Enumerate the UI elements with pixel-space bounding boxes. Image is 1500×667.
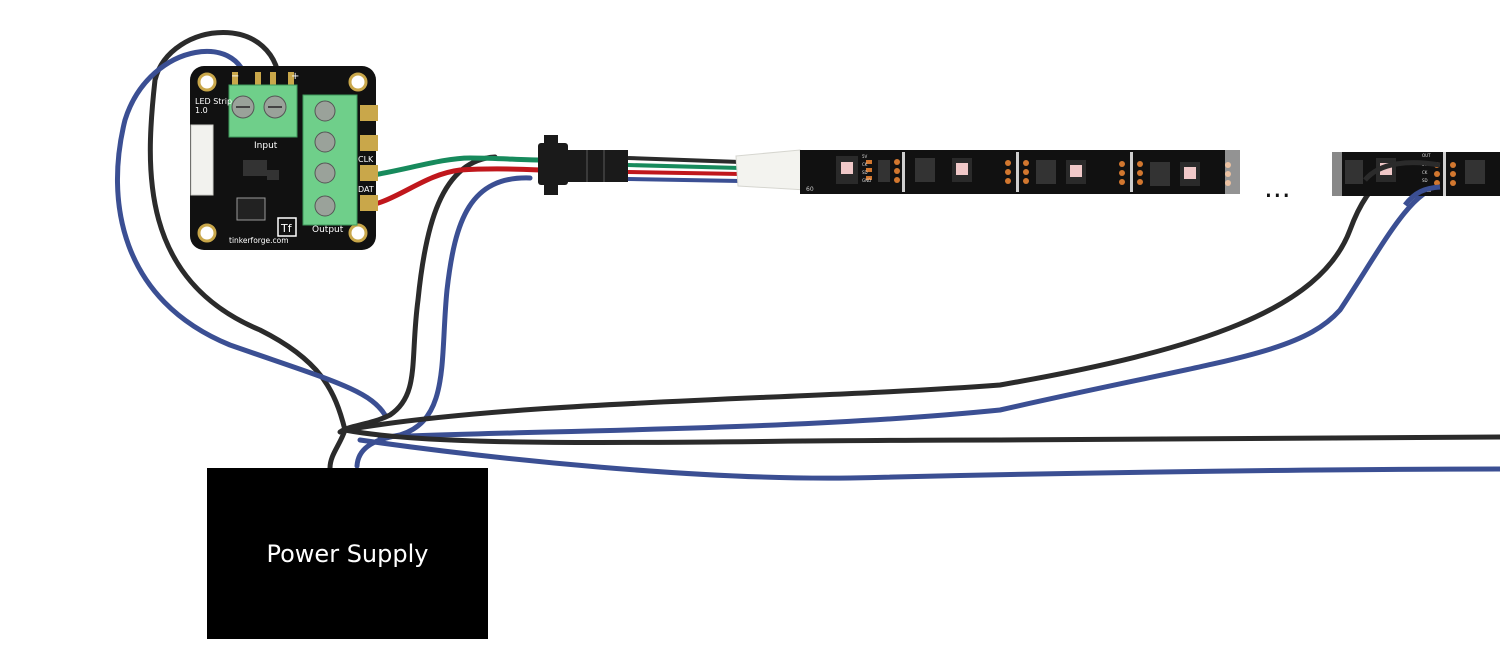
led-segment-3 (1016, 152, 1125, 192)
strip-pin-label-2: CK (862, 162, 868, 167)
dat-label: DAT (358, 185, 374, 194)
led-strip-main: 60 5V CK SD GND (800, 148, 1245, 196)
mounting-holes (197, 72, 368, 243)
brand-text: tinkerforge.com (229, 236, 289, 245)
input-terminal-block (228, 84, 298, 138)
plus-sign: + (291, 71, 299, 82)
wires (115, 30, 1500, 481)
strip-pin-label-4: GND (862, 178, 871, 183)
bricklet-title-line1: LED Strip (195, 97, 232, 106)
blue-wire-bricklet-input (115, 48, 388, 418)
led-strip-end: OUT 5V CK SD GND (1330, 150, 1500, 198)
blue-wire-strip-end (377, 184, 1443, 440)
black-wire-strip-end-tip (1363, 160, 1441, 182)
tinkerforge-logo (277, 217, 297, 237)
blue-wire-strip-end-tip (1403, 184, 1441, 207)
power-supply-box: Power Supply (207, 468, 488, 639)
power-supply-label: Power Supply (266, 539, 429, 568)
blue-wire-connector (354, 175, 533, 469)
led-strip-bricklet: Tf LED Strip 1.0 Input Output − + CLK DA… (190, 66, 378, 250)
led-segment-2 (902, 152, 1011, 192)
output-terminal-block (302, 94, 358, 226)
strip-end-pin-label-1: OUT (1422, 153, 1431, 158)
strip-segment-code: 60 (806, 186, 814, 193)
black-wire-exit-right (342, 427, 1500, 445)
logo-text: Tf (280, 222, 293, 235)
black-wire-connector (337, 154, 498, 435)
input-label: Input (254, 141, 278, 151)
green-wire-clk (352, 155, 543, 181)
clk-label: CLK (358, 155, 374, 164)
blue-wire-exit-right (357, 437, 1500, 481)
heat-shrink (735, 149, 807, 191)
minus-sign: − (231, 71, 239, 82)
bricklet-title-line2: 1.0 (195, 106, 208, 115)
led-segment-1 (836, 156, 900, 184)
black-wire-strip-end (342, 161, 1443, 433)
strip-lead-wires (627, 156, 741, 183)
strip-ellipsis: ... (1264, 171, 1291, 204)
bricklet-side-connector (190, 124, 214, 196)
strip-end-pin-label-4: SD (1422, 178, 1428, 183)
red-wire-dat (352, 166, 543, 211)
jst-connector (538, 135, 628, 195)
strip-pin-label-1: 5V (862, 154, 868, 159)
strip-pin-label-3: SD (862, 170, 868, 175)
output-label: Output (312, 225, 344, 235)
strip-end-pin-label-3: CK (1422, 170, 1428, 175)
bricklet-chip (236, 197, 266, 221)
